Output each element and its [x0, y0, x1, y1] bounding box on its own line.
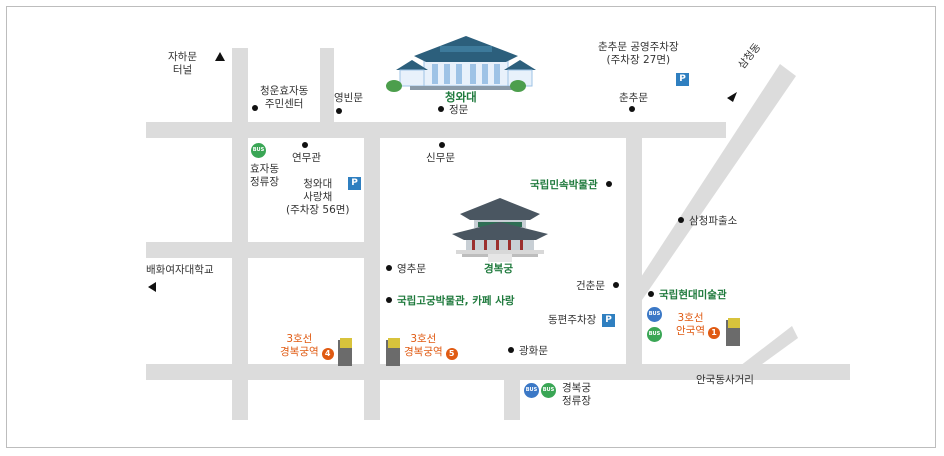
parking-icon: P — [602, 314, 615, 327]
label-cheongun-center: 청운효자동 주민센터 — [250, 85, 308, 111]
road-diagonal-samcheong — [626, 64, 796, 300]
exit-4-badge: 4 — [321, 348, 334, 360]
road-bottom — [146, 364, 850, 380]
gyeongbokgung-building — [452, 198, 548, 262]
road-v-5 — [626, 122, 642, 380]
label-palace-museum: 국립고궁박물관, 카페 사랑 — [386, 295, 515, 308]
road-diagonal-anguk — [740, 326, 798, 380]
parking-icon: P — [348, 177, 361, 190]
road-top — [146, 122, 726, 138]
label-anguk-intersection: 안국동사거리 — [696, 374, 754, 386]
label-yeongbinmun: 영빈문 — [334, 92, 363, 104]
label-chunchumun: 춘추문 — [619, 92, 648, 104]
bus-stop-icon: BUS — [524, 383, 539, 398]
exit-1-badge: 1 — [707, 327, 720, 339]
road-middle-left — [146, 242, 378, 258]
cheongwadae-building — [386, 36, 536, 92]
arrow-left-icon — [148, 282, 156, 292]
label-chunchumun-parking: 춘추문 공영주차장 (주차장 27면) — [598, 41, 679, 66]
label-cheongwadae: 청와대 — [445, 90, 477, 104]
label-gwanghwamun: 광화문 — [508, 345, 548, 358]
label-mmca: 국립현대미술관 — [648, 289, 727, 302]
marker-chunchumun — [629, 104, 640, 117]
map-frame — [6, 6, 936, 448]
road-v-4 — [504, 364, 520, 420]
marker-sinmumun — [439, 140, 450, 153]
label-jeongmun: 정문 — [438, 104, 468, 117]
bus-stop-icon: BUS — [251, 143, 266, 158]
label-gbg-bus-stop: 경복궁 정류장 — [562, 382, 591, 407]
label-jahamun-tunnel: 자하문 터널 — [168, 51, 197, 76]
road-v-2 — [320, 48, 334, 138]
label-ewha-univ: 배화여자대학교 — [146, 264, 214, 276]
road-v-3 — [364, 122, 380, 420]
subway-entrance-icon — [338, 318, 740, 366]
marker-yeonmugwan — [302, 140, 313, 153]
label-geonchunmun: 건춘문 — [576, 280, 619, 293]
label-sarangchae: 청와대 사랑채 (주차장 56면) — [286, 178, 350, 216]
label-samcheong-police: 삼청파출소 — [678, 215, 737, 228]
label-gyeongbokgung: 경복궁 — [484, 263, 513, 275]
exit-5-badge: 5 — [445, 348, 458, 360]
arrow-downleft-icon — [727, 92, 737, 102]
label-yeonmugwan: 연무관 — [292, 152, 321, 164]
bus-stop-icon: BUS — [647, 327, 662, 342]
label-hyoja-stop: 효자동 정류장 — [250, 163, 279, 188]
label-east-parking: 동편주차장 — [548, 314, 597, 326]
arrow-up-icon — [215, 52, 225, 61]
label-folk-museum: 국립민속박물관 — [530, 179, 612, 192]
label-sinmumun: 신무문 — [426, 152, 455, 164]
bus-stop-icon: BUS — [541, 383, 556, 398]
parking-icon: P — [676, 73, 689, 86]
road-v-1 — [232, 48, 248, 420]
label-yeongchumun: 영추문 — [386, 263, 426, 276]
marker-yeongbinmun — [336, 106, 347, 119]
bus-stop-icon: BUS — [647, 307, 662, 322]
